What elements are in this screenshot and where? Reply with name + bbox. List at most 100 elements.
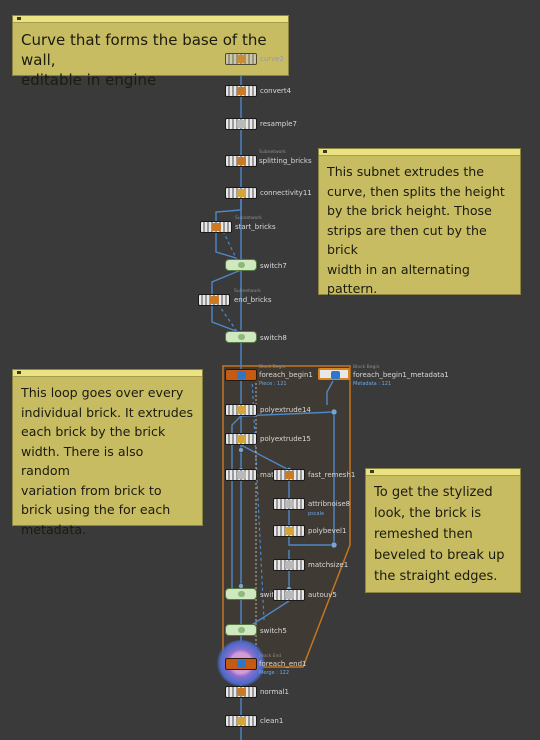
node-sublabel-foreach-begin: Block Begin [259, 365, 286, 370]
node-label-autouv: autouv5 [308, 591, 337, 599]
node-sublabel-metadata: Block Begin [353, 365, 380, 370]
node-label-switch7: switch7 [260, 262, 287, 270]
node-polyextrude15[interactable] [225, 433, 257, 445]
matchsize-node-icon [285, 561, 294, 569]
node-sublabel-foreach-end: Block End [259, 654, 282, 659]
node-clean[interactable] [225, 715, 257, 727]
polyextrude-node-icon [237, 406, 246, 414]
node-label-match: matc [260, 471, 278, 479]
node-matchsize[interactable] [273, 559, 305, 571]
node-label-connectivity: connectivity11 [260, 189, 312, 197]
switch-node-icon [238, 627, 245, 633]
sticky-note-loop[interactable]: This loop goes over every individual bri… [12, 369, 203, 537]
note-menu-icon[interactable] [17, 17, 21, 20]
node-switch-a[interactable] [225, 588, 257, 600]
node-label-start: start_bricks [235, 223, 276, 231]
note-menu-icon[interactable] [370, 470, 374, 473]
attribnoise-node-icon [285, 500, 294, 508]
connectivity-node-icon [237, 189, 246, 197]
node-label-matchsize: matchsize1 [308, 561, 349, 569]
node-polybevel[interactable] [273, 525, 305, 537]
autouv-node-icon [285, 591, 294, 599]
sticky-note-subnet[interactable]: This subnet extrudes the curve, then spl… [318, 148, 521, 296]
note-menu-icon[interactable] [17, 371, 21, 374]
node-match[interactable] [225, 469, 257, 481]
node-fast-remesh[interactable] [273, 469, 305, 481]
node-resample[interactable] [225, 118, 257, 130]
node-start-bricks[interactable] [200, 221, 232, 233]
foreach-begin-icon [237, 371, 246, 379]
polybevel-node-icon [285, 527, 294, 535]
node-convert[interactable] [225, 85, 257, 97]
node-info-metadata: Metadata : 121 [353, 381, 392, 387]
node-label-switch8: switch8 [260, 334, 287, 342]
node-label-polybevel: polybevel1 [308, 527, 347, 535]
curve-node-icon [237, 55, 246, 63]
subnet-indicator [228, 150, 248, 165]
node-splitting-bricks[interactable] [225, 155, 257, 167]
convert-node-icon [237, 87, 246, 95]
node-label-clean: clean1 [260, 717, 284, 725]
node-connectivity[interactable] [225, 187, 257, 199]
match-node-icon [237, 471, 246, 479]
subnet-node-icon [210, 296, 219, 304]
node-switch8[interactable] [225, 331, 257, 343]
node-foreach-begin[interactable] [225, 369, 257, 381]
node-label-polyextrude14: polyextrude14 [260, 406, 311, 414]
node-label-switch5: switch5 [260, 627, 287, 635]
node-label-polyextrude15: polyextrude15 [260, 435, 311, 443]
note-header[interactable] [366, 469, 520, 476]
sticky-note-stylized[interactable]: To get the stylized look, the brick is r… [365, 468, 521, 593]
node-label-curve: curve2 [260, 55, 285, 63]
note-text: Curve that forms the base of the wall, e… [21, 31, 267, 89]
note-text: This loop goes over every individual bri… [21, 385, 194, 537]
node-attribnoise[interactable] [273, 498, 305, 510]
node-sublabel-splitting: Subnetwork [259, 150, 286, 155]
node-info-attribnoise: pscale [308, 511, 325, 517]
node-label-foreach-begin: foreach_begin1 [259, 371, 313, 379]
foreach-metadata-icon [331, 371, 340, 379]
note-text: To get the stylized look, the brick is r… [374, 485, 505, 584]
node-label-end: end_bricks [234, 296, 272, 304]
switch-node-icon [238, 262, 245, 268]
switch-node-icon [238, 591, 245, 597]
node-label-attribnoise: attribnoise8 [308, 500, 351, 508]
subnet-node-icon [237, 157, 246, 165]
note-header[interactable] [13, 370, 202, 377]
switch-node-icon [238, 334, 245, 340]
subnet-indicator [203, 216, 223, 231]
note-header[interactable] [319, 149, 520, 156]
node-end-bricks[interactable] [198, 294, 230, 306]
note-menu-icon[interactable] [323, 150, 327, 153]
node-normal[interactable] [225, 686, 257, 698]
clean-node-icon [237, 717, 246, 725]
sticky-note-curve[interactable]: Curve that forms the base of the wall, e… [12, 15, 289, 89]
node-label-convert: convert4 [260, 87, 292, 95]
node-label-fast-remesh: fast_remesh1 [308, 471, 356, 479]
remesh-node-icon [285, 471, 294, 479]
node-foreach-end[interactable] [225, 658, 257, 670]
polyextrude-node-icon [237, 435, 246, 443]
subnet-node-icon [212, 223, 221, 231]
subnet-indicator [199, 289, 219, 304]
node-polyextrude14[interactable] [225, 404, 257, 416]
node-switch7[interactable] [225, 259, 257, 271]
node-info-foreach-begin: Piece : 121 [259, 381, 287, 387]
node-label-splitting: splitting_bricks [259, 157, 312, 165]
node-sublabel-end: Subnetwork [234, 289, 261, 294]
foreach-end-icon [237, 660, 246, 668]
node-foreach-metadata[interactable] [318, 368, 350, 380]
node-label-resample: resample7 [260, 120, 297, 128]
node-info-foreach-end: Merge : 122 [259, 670, 290, 676]
node-switch5[interactable] [225, 624, 257, 636]
normal-node-icon [237, 688, 246, 696]
node-label-normal: normal1 [260, 688, 289, 696]
node-curve[interactable] [225, 53, 257, 65]
node-sublabel-start: Subnetwork [235, 216, 262, 221]
note-header[interactable] [13, 16, 288, 23]
node-label-metadata: foreach_begin1_metadata1 [353, 371, 449, 379]
node-autouv[interactable] [273, 589, 305, 601]
resample-node-icon [237, 120, 246, 128]
note-text: This subnet extrudes the curve, then spl… [327, 164, 505, 296]
node-label-foreach-end: foreach_end1 [259, 660, 307, 668]
